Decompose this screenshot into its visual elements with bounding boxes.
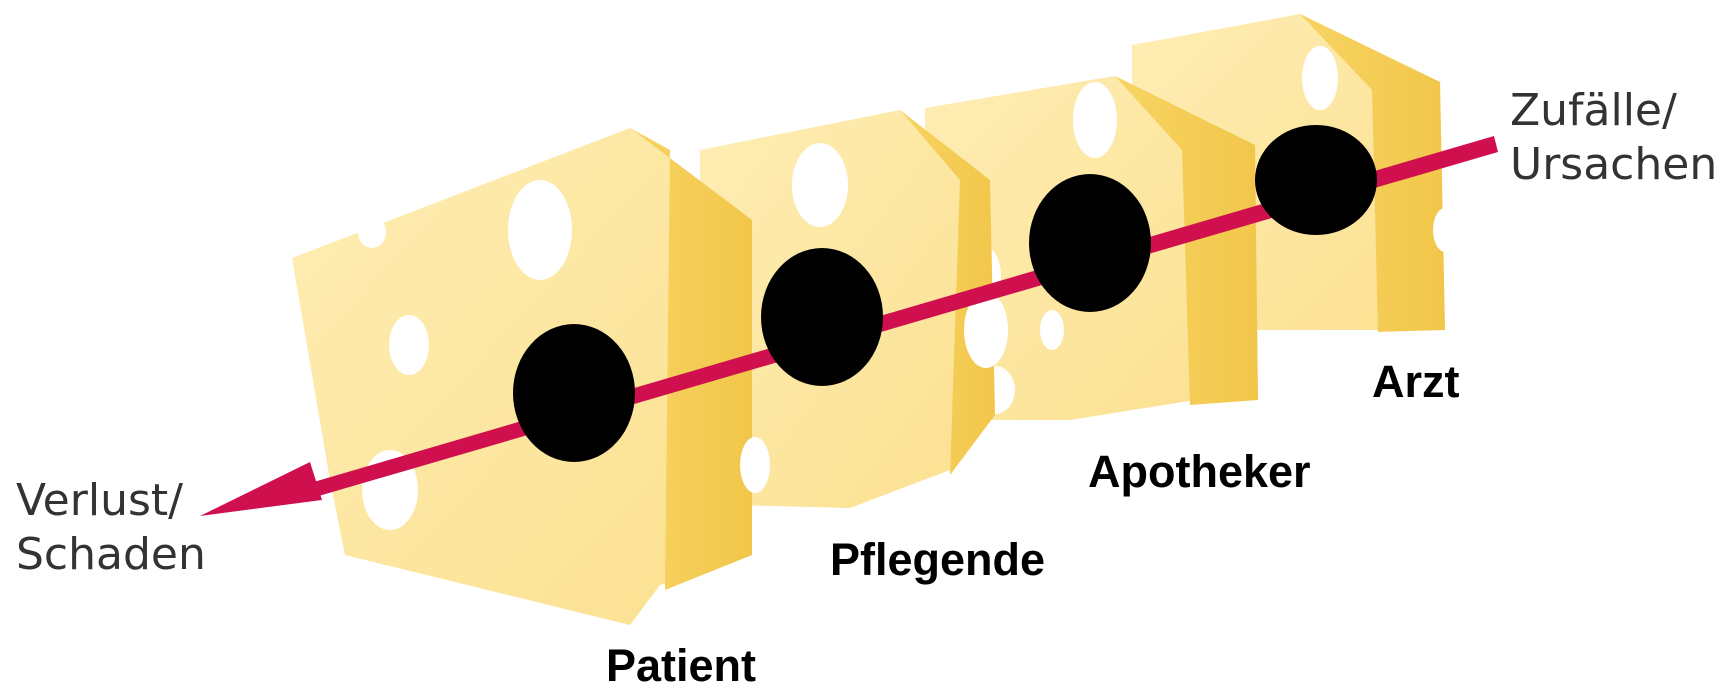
slice-label-doctor: Arzt [1372,356,1460,408]
hole-dot-patient [513,324,635,462]
slice-label-patient: Patient [606,640,756,692]
cause-label: Zufälle/ Ursachen [1510,84,1717,192]
loss-label-line1: Verlust/ [16,474,206,528]
loss-label: Verlust/ Schaden [16,474,206,582]
slice-label-pharmacist: Apotheker [1088,446,1311,498]
hole-dot-pharmacist [1029,174,1151,312]
slice-label-caregiver: Pflegende [830,534,1045,586]
hole-dot-doctor [1255,125,1377,235]
loss-label-line2: Schaden [16,528,206,582]
cause-label-line1: Zufälle/ [1510,84,1717,138]
hole-dot-caregiver [761,248,883,386]
cause-label-line2: Ursachen [1510,138,1717,192]
